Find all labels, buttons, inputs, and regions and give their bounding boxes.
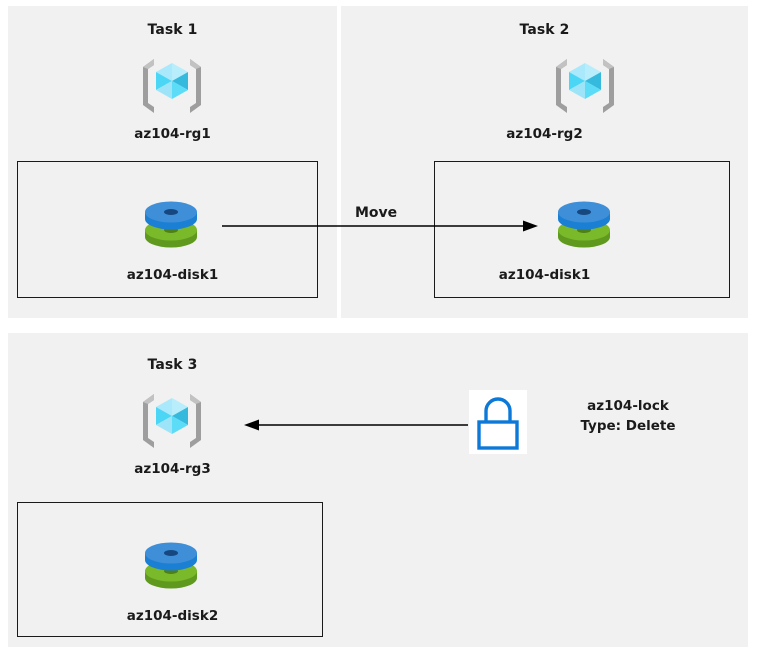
task-panel-task1: [8, 6, 337, 318]
lock-info-text: az104-lock Type: Delete: [538, 396, 718, 436]
resource-label-task2: az104-disk1: [498, 267, 591, 283]
lock-arrow: [244, 419, 468, 431]
resource-group-label-task3: az104-rg3: [134, 461, 211, 477]
resource-label-task3: az104-disk2: [126, 608, 219, 624]
resource-box-task2: [434, 161, 730, 298]
task-title-task3: Task 3: [147, 357, 198, 373]
resource-label-task1: az104-disk1: [126, 267, 219, 283]
task-panel-task2: [341, 6, 748, 318]
managed-disk-icon: [140, 538, 202, 594]
resource-group-label-task1: az104-rg1: [134, 126, 211, 142]
resource-group-cube-icon: [140, 55, 204, 117]
task-panel-task3: [8, 333, 748, 647]
resource-box-task1: [17, 161, 318, 298]
lock-type: Type: Delete: [580, 418, 676, 434]
task-title-task2: Task 2: [519, 22, 570, 38]
move-arrow: [222, 220, 538, 232]
move-arrow-label: Move: [355, 205, 398, 221]
resource-box-task3: [17, 502, 323, 637]
resource-group-label-task2: az104-rg2: [506, 126, 583, 142]
lock-name: az104-lock: [587, 398, 669, 414]
managed-disk-icon: [140, 197, 202, 253]
padlock-icon: [469, 390, 527, 454]
resource-group-cube-icon: [140, 390, 204, 452]
managed-disk-icon: [553, 197, 615, 253]
resource-group-cube-icon: [553, 55, 617, 117]
task-title-task1: Task 1: [147, 22, 198, 38]
